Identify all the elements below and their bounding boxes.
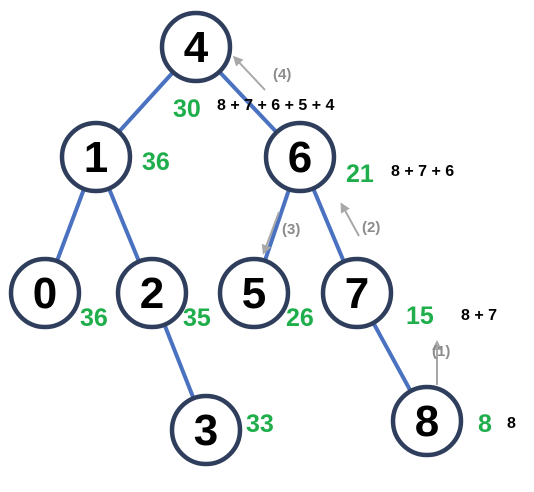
node-0: 0 (8, 256, 82, 330)
expression-7: 8 + 7 (461, 307, 497, 324)
node-label: 5 (242, 269, 266, 318)
node-circle (263, 120, 337, 194)
node-label: 6 (288, 133, 312, 182)
node-circle (115, 256, 189, 330)
sum-label-7: 15 (406, 302, 434, 330)
node-3: 3 (169, 393, 243, 467)
node-1: 1 (59, 120, 133, 194)
sum-label-4: 30 (173, 95, 201, 123)
step-label-4: (4) (273, 66, 291, 83)
node-label: 1 (84, 133, 108, 182)
step-arrow-4 (232, 55, 266, 91)
sum-label-6: 21 (346, 160, 374, 188)
node-circle (59, 120, 133, 194)
node-circle (320, 256, 394, 330)
node-circle (159, 10, 233, 84)
node-2: 2 (115, 256, 189, 330)
node-label: 4 (184, 23, 209, 72)
expression-8: 8 (507, 415, 516, 432)
step-arrow-2 (340, 202, 360, 237)
node-label: 3 (194, 406, 218, 455)
node-label: 2 (140, 269, 164, 318)
step-arrows-layer: (1) (2) (3) (4) (232, 55, 450, 385)
nodes-layer: 4 1 6 0 2 5 7 3 8 (8, 10, 464, 467)
node-circle (390, 384, 464, 458)
step-label-1: (1) (432, 343, 450, 360)
sum-label-8: 8 (478, 410, 492, 438)
sum-label-1: 36 (142, 148, 170, 176)
node-circle (8, 256, 82, 330)
step-arrow-3 (261, 211, 280, 255)
node-label: 7 (345, 269, 369, 318)
node-label: 0 (33, 269, 57, 318)
step-label-3: (3) (282, 221, 300, 238)
node-circle (169, 393, 243, 467)
node-8: 8 (390, 384, 464, 458)
node-4: 4 (159, 10, 233, 84)
sum-label-2: 35 (183, 304, 211, 332)
sum-label-5: 26 (286, 304, 314, 332)
node-label: 8 (415, 397, 439, 446)
node-5: 5 (217, 256, 291, 330)
expression-6: 8 + 7 + 6 (391, 163, 454, 180)
sum-label-0: 36 (80, 304, 108, 332)
expression-4: 8 + 7 + 6 + 5 + 4 (217, 97, 335, 114)
node-circle (217, 256, 291, 330)
step-label-2: (2) (362, 219, 380, 236)
node-6: 6 (263, 120, 337, 194)
node-7: 7 (320, 256, 394, 330)
sum-label-3: 33 (246, 410, 274, 438)
